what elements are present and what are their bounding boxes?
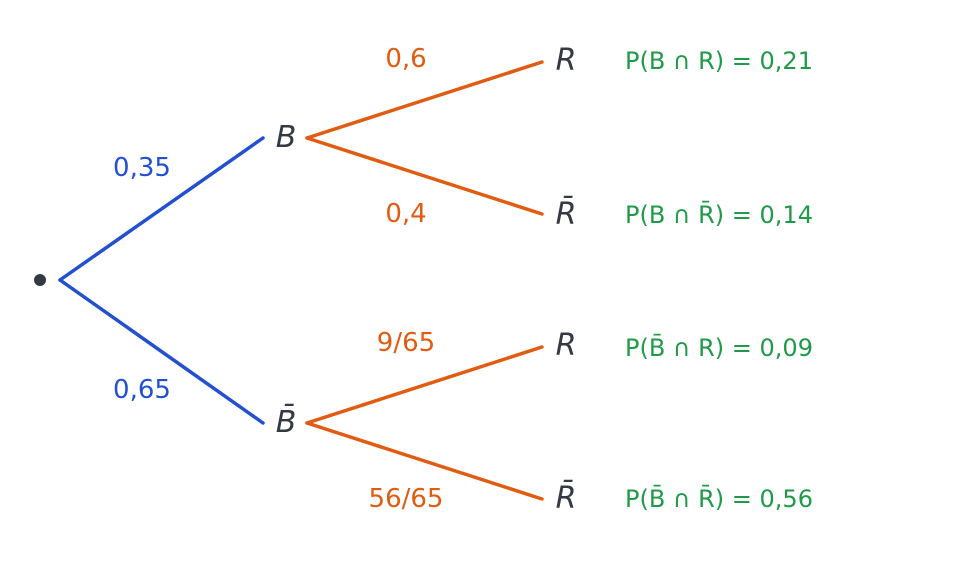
prob-B: 0,35: [113, 153, 171, 183]
node-B-bar: B̄: [276, 404, 297, 440]
edge-B-bar-to-R-bar: [305, 421, 544, 501]
edge-root-to-B-bar: [58, 278, 265, 425]
prob-B-R-bar: 0,4: [385, 199, 426, 229]
prob-B-bar: 0,65: [113, 375, 171, 405]
edge-B-to-R: [305, 60, 544, 140]
result-B-R-bar: P(B ∩ R̄) = 0,14: [625, 200, 813, 229]
node-B-bar-R-bar: R̄: [556, 480, 577, 516]
node-B: B: [276, 120, 297, 155]
prob-B-bar-R: 9/65: [377, 328, 435, 358]
root-node: [34, 274, 46, 286]
node-B-bar-R: R: [556, 328, 577, 363]
result-B-bar-R-bar: P(B̄ ∩ R̄) = 0,56: [625, 484, 813, 513]
node-B-R: R: [556, 43, 577, 78]
edge-B-bar-to-R: [305, 345, 544, 425]
result-B-bar-R: P(B̄ ∩ R) = 0,09: [625, 333, 813, 362]
node-B-R-bar: R̄: [556, 196, 577, 232]
result-B-R: P(B ∩ R) = 0,21: [625, 47, 813, 75]
edge-root-to-B: [58, 136, 265, 282]
edge-B-to-R-bar: [305, 136, 544, 216]
prob-B-R: 0,6: [385, 44, 426, 74]
prob-B-bar-R-bar: 56/65: [369, 484, 444, 514]
